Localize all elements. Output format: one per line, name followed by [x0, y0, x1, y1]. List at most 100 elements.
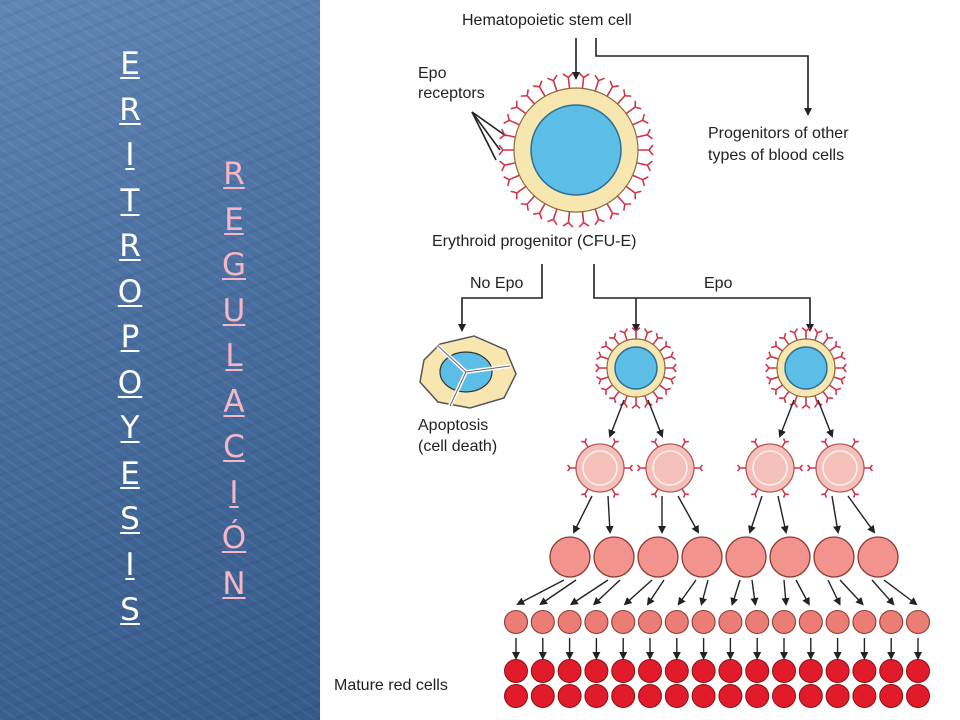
- epo-receptors-label-line1: Epo: [418, 65, 447, 82]
- epo-receptor: [562, 211, 574, 228]
- lineage-arrow: [831, 495, 841, 534]
- epo-receptor: [801, 397, 811, 409]
- epo-receptor: [794, 464, 804, 472]
- epo-receptor: [652, 332, 663, 346]
- erythroblast-cell: [725, 536, 767, 578]
- reticulocyte-cell: [584, 609, 609, 635]
- lineage-arrow: [748, 495, 763, 534]
- reticulocyte-cell: [745, 609, 770, 635]
- receptor-pointer-1: [471, 111, 507, 137]
- subtitle-letter: C: [223, 429, 245, 465]
- lineage-arrow: [647, 399, 664, 438]
- lineage-arrow: [777, 495, 789, 534]
- epo-receptor: [751, 438, 759, 448]
- title-letter: Y: [120, 410, 140, 446]
- mature-red-cell: [906, 684, 930, 708]
- epo-receptor: [636, 128, 653, 140]
- mature-red-cell: [745, 684, 770, 708]
- title-letter: S: [120, 592, 140, 628]
- mature-red-cell: [852, 684, 877, 708]
- lineage-arrow: [847, 495, 876, 534]
- title-letter: E: [120, 455, 140, 492]
- epo-receptor: [578, 211, 590, 228]
- progenitors-label-line1: Progenitors of other: [708, 125, 849, 142]
- mature-red-cell: [611, 659, 636, 683]
- lineage-arrow: [699, 579, 709, 606]
- mature-red-cell: [530, 684, 555, 708]
- epo-receptor: [781, 488, 789, 498]
- epo-stimulated-progenitor-left: [595, 327, 677, 409]
- erythroblast-cell: [549, 536, 591, 578]
- mature-red-cell: [664, 684, 689, 708]
- lineage-arrow: [871, 579, 895, 606]
- epo-receptor: [595, 363, 607, 373]
- lineage-arrow: [883, 579, 918, 606]
- title-letter: I: [125, 546, 135, 583]
- mature-red-cell: [798, 684, 823, 708]
- epo-label: Epo: [704, 275, 733, 292]
- lineage-arrow: [730, 579, 741, 606]
- epo-receptor: [765, 363, 777, 373]
- epo-receptor: [833, 375, 846, 385]
- epo-receptor: [625, 100, 642, 115]
- apoptosis-label-line1: Apoptosis: [418, 417, 488, 434]
- epo-receptor: [606, 80, 619, 97]
- epo-receptor: [643, 328, 653, 341]
- mature-red-cell: [825, 659, 850, 683]
- epo-receptor: [828, 341, 842, 352]
- epo-receptor: [751, 488, 759, 498]
- lineage-arrow: [677, 495, 699, 534]
- mature-red-cell: [691, 684, 716, 708]
- epo-receptor: [510, 185, 527, 200]
- lineage-arrow: [795, 579, 810, 606]
- epo-receptor: [609, 390, 620, 404]
- proerythroblast-cell: [736, 438, 804, 498]
- arrow-stem-to-other-types: [595, 38, 812, 116]
- proerythroblast-cell: [566, 438, 634, 498]
- epo-receptor: [663, 375, 676, 385]
- generated-cells: [498, 72, 931, 708]
- epo-receptor: [533, 80, 546, 97]
- epo-receptor: [611, 488, 619, 498]
- lineage-arrow: [781, 579, 790, 606]
- reticulocyte-cell: [718, 609, 743, 635]
- epo-receptors-label-line2: receptors: [418, 85, 485, 102]
- diagram-arrows: [458, 38, 814, 332]
- epo-receptor: [631, 397, 641, 409]
- epo-receptor: [822, 390, 833, 404]
- epo-receptor: [766, 351, 779, 361]
- receptor-pointer-2: [471, 111, 501, 151]
- epo-receptor: [833, 351, 846, 361]
- lineage-arrow: [623, 579, 653, 606]
- mature-red-cell: [611, 684, 636, 708]
- subtitle-letter: R: [223, 156, 245, 192]
- epo-receptor: [594, 74, 605, 92]
- epo-receptor: [566, 464, 576, 472]
- mature-red-cell: [557, 659, 582, 683]
- reticulocyte-cell: [771, 609, 797, 635]
- epo-receptor: [547, 208, 558, 226]
- epo-receptor: [636, 464, 646, 472]
- subtitle-letter: A: [223, 383, 245, 420]
- epo-receptor: [835, 363, 847, 373]
- epo-receptor: [779, 332, 790, 346]
- epo-receptor: [520, 195, 536, 211]
- epo-receptor: [658, 341, 672, 352]
- epo-receptor: [770, 384, 784, 395]
- subtitle-letter: L: [225, 338, 243, 374]
- epo-receptor: [822, 332, 833, 346]
- progenitors-label-line2: types of blood cells: [708, 147, 844, 164]
- epo-stimulated-progenitor-right-nucleus: [784, 346, 828, 390]
- epo-receptor: [547, 74, 558, 92]
- subtitle-letter: U: [222, 292, 246, 329]
- epo-receptor: [828, 384, 842, 395]
- arrow-no-epo: [458, 264, 543, 332]
- mature-red-cell: [718, 659, 743, 683]
- no-epo-label: No Epo: [470, 275, 523, 292]
- mature-red-cell: [772, 659, 796, 683]
- mature-red-cell: [584, 659, 609, 683]
- epo-receptor: [578, 72, 590, 89]
- epo-receptor: [806, 464, 816, 472]
- mature-red-cell: [798, 659, 823, 683]
